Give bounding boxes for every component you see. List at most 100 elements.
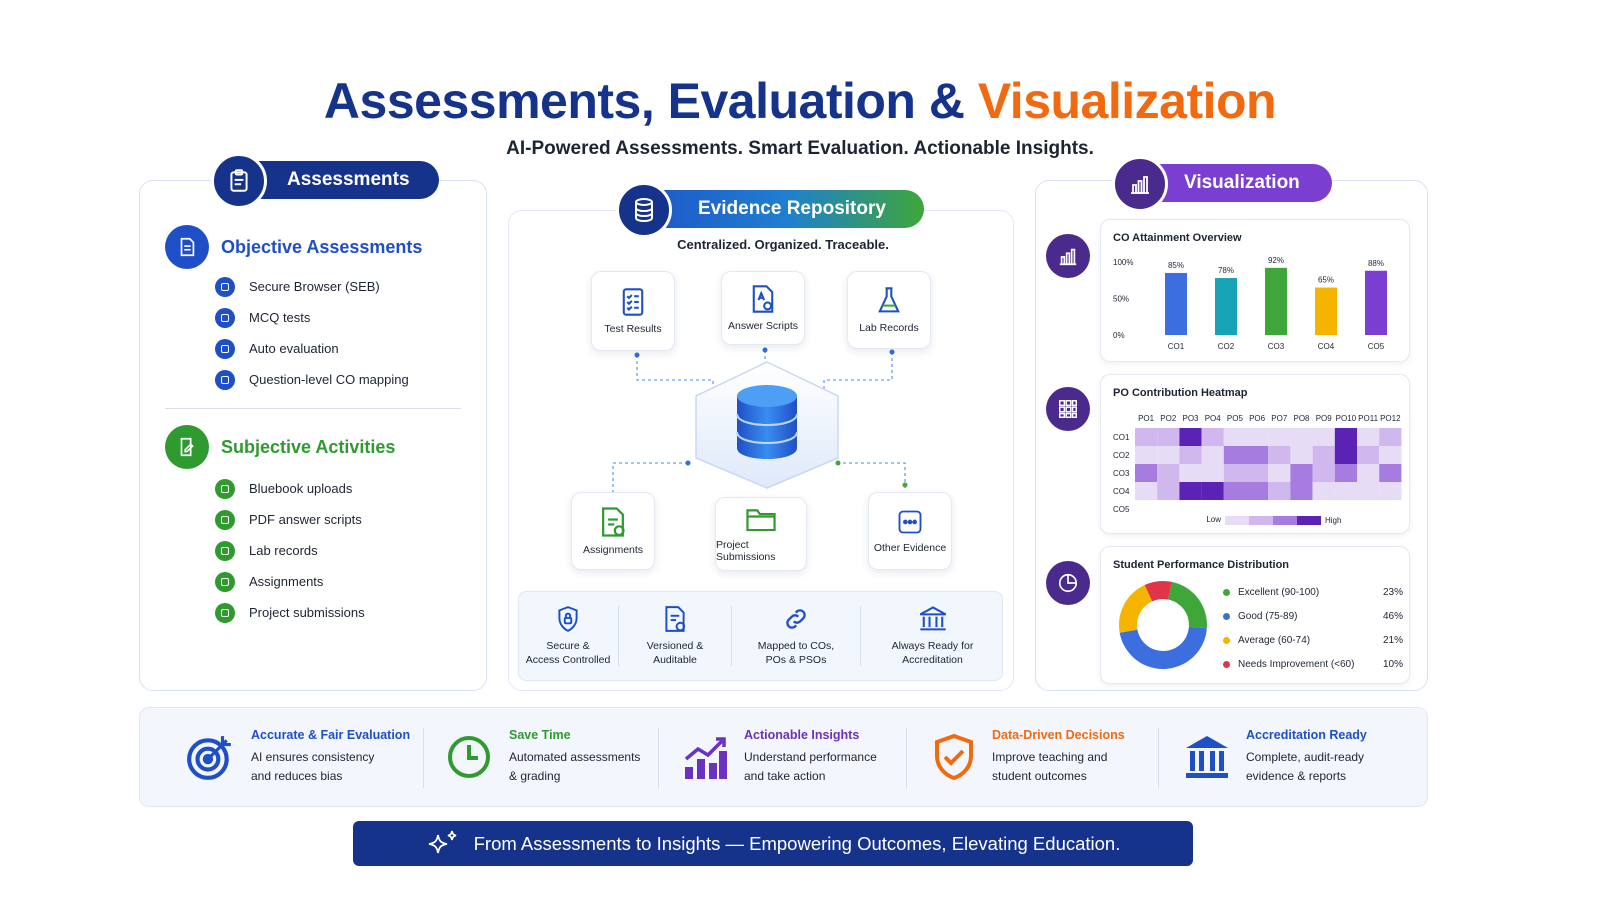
- heatmap-cell: [1334, 482, 1357, 500]
- central-database-icon: [695, 361, 839, 489]
- heatmap-cell: [1179, 428, 1202, 446]
- heatmap-legend-low: Low: [1206, 515, 1221, 524]
- list-item: Assignments: [215, 566, 365, 597]
- heatmap-cell: [1357, 482, 1380, 500]
- heatmap-cell: [1268, 482, 1291, 500]
- heatmap-row-label: CO2: [1113, 451, 1130, 460]
- subjective-activities-heading: Subjective Activities: [165, 425, 395, 469]
- footer-banner-text: From Assessments to Insights — Empowerin…: [473, 832, 1121, 854]
- target-icon: [187, 736, 231, 780]
- donut-slice: [1144, 581, 1172, 602]
- bar-value-label: 85%: [1168, 261, 1184, 270]
- bar-chart-icon: [1046, 234, 1090, 278]
- versioned-document-icon: [665, 606, 686, 632]
- heatmap-column-label: PO9: [1316, 414, 1333, 423]
- legend-item: Good (75-89)46%: [1223, 611, 1403, 622]
- heatmap-cell: [1268, 428, 1291, 446]
- source-card-lab-records: Lab Records: [847, 271, 931, 349]
- legend-item: Needs Improvement (<60)10%: [1223, 659, 1403, 670]
- heatmap-cell: [1135, 500, 1158, 518]
- grid-icon: [1046, 387, 1090, 431]
- source-card-project-submissions: Project Submissions: [715, 497, 807, 571]
- visualization-pill-label: Visualization: [1184, 172, 1300, 193]
- heatmap-cell: [1246, 446, 1269, 464]
- objective-items-list: Secure Browser (SEB) MCQ tests Auto eval…: [215, 271, 409, 395]
- heatmap-cell: [1290, 446, 1313, 464]
- heatmap-cell: [1334, 446, 1357, 464]
- po-heatmap-title: PO Contribution Heatmap: [1113, 387, 1248, 399]
- bar: [1265, 267, 1287, 335]
- heatmap-cell: [1201, 446, 1224, 464]
- list-item: Auto evaluation: [215, 333, 409, 364]
- heatmap-cell: [1179, 500, 1202, 518]
- heatmap-cell: [1223, 464, 1246, 482]
- bar: [1215, 278, 1237, 335]
- institution-icon: [1186, 736, 1228, 778]
- repository-pill: Evidence Repository: [616, 182, 924, 238]
- heatmap-cell: [1223, 500, 1246, 518]
- donut-slice: [1119, 584, 1153, 633]
- title-accent: Visualization: [977, 73, 1277, 129]
- heatmap-cell: [1334, 428, 1357, 446]
- sparkle-icon: [428, 830, 456, 853]
- subjective-items-list: Bluebook uploads PDF answer scripts Lab …: [215, 473, 365, 628]
- legend-label: Average (60-74): [1238, 635, 1311, 646]
- heatmap-cell: [1246, 482, 1269, 500]
- heatmap-cell: [1357, 428, 1380, 446]
- heatmap-column-label: PO12: [1380, 414, 1401, 423]
- heatmap-cell: [1201, 464, 1224, 482]
- document-icon: [165, 225, 209, 269]
- heatmap-cell: [1268, 446, 1291, 464]
- bar-value-label: 92%: [1268, 256, 1284, 265]
- legend-value: 23%: [1382, 587, 1403, 598]
- page-title: Assessments, Evaluation & Visualization: [0, 72, 1600, 130]
- repository-connectors: [612, 347, 908, 493]
- heatmap-cell: [1290, 500, 1313, 518]
- heatmap-cell: [1357, 446, 1380, 464]
- heatmap-cell: [1135, 446, 1158, 464]
- heatmap-cell: [1135, 428, 1158, 446]
- legend-value: 21%: [1382, 635, 1403, 646]
- heatmap-row-label: CO4: [1113, 487, 1130, 496]
- heatmap-column-label: PO5: [1227, 414, 1244, 423]
- heatmap-cell: [1201, 500, 1224, 518]
- heatmap-cell: [1157, 464, 1180, 482]
- edit-document-icon: [165, 425, 209, 469]
- shield-icon: [215, 276, 235, 297]
- repository-pill-label: Evidence Repository: [698, 198, 886, 219]
- bar-value-label: 88%: [1368, 259, 1384, 268]
- heatmap-cell: [1334, 500, 1357, 518]
- page-subtitle: AI-Powered Assessments. Smart Evaluation…: [506, 138, 1094, 159]
- source-card-answer-scripts: Answer Scripts: [721, 271, 805, 345]
- performance-distribution-title: Student Performance Distribution: [1113, 559, 1290, 571]
- subjective-activities-title: Subjective Activities: [221, 436, 396, 457]
- list-item: Project submissions: [215, 597, 365, 628]
- list-item: PDF answer scripts: [215, 504, 365, 535]
- heatmap-cell: [1179, 482, 1202, 500]
- heatmap-cell: [1290, 482, 1313, 500]
- legend-swatch: [1223, 613, 1230, 620]
- source-card-assignments: Assignments: [571, 492, 655, 570]
- heatmap-column-label: PO4: [1205, 414, 1222, 423]
- folder-icon: [215, 602, 235, 623]
- heatmap-cell: [1135, 482, 1158, 500]
- link-icon: [786, 609, 806, 629]
- performance-donut-chart: [1119, 581, 1207, 669]
- bar: [1315, 287, 1337, 335]
- gear-icon: [215, 338, 235, 359]
- heatmap-cell: [1290, 464, 1313, 482]
- heatmap-legend-high: High: [1325, 516, 1341, 525]
- pie-chart-icon: [1046, 561, 1090, 605]
- heatmap-cell: [1223, 446, 1246, 464]
- heatmap-cell: [1135, 464, 1158, 482]
- donut-slice: [1168, 581, 1207, 629]
- lock-shield-icon: [558, 605, 578, 632]
- bar: [1365, 270, 1387, 335]
- assignment-icon: [215, 571, 235, 592]
- heatmap-cell: [1157, 500, 1180, 518]
- list-item: Question-level CO mapping: [215, 364, 409, 395]
